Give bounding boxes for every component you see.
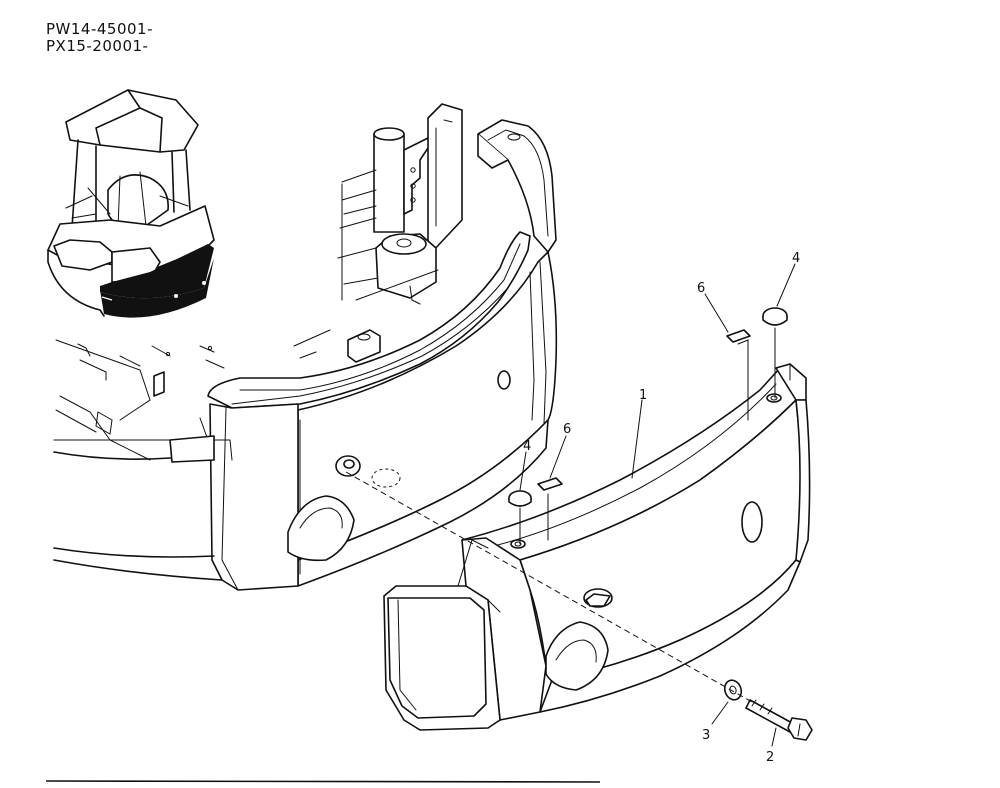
washer-3 <box>723 679 743 701</box>
callout-2: 2 <box>766 750 774 765</box>
callout-6-left: 6 <box>563 422 571 437</box>
callout-3: 3 <box>702 728 710 743</box>
machine-frame <box>55 103 463 461</box>
callout-4-right: 4 <box>792 251 800 266</box>
installed-counterweight <box>53 119 558 591</box>
plug-4-right <box>762 307 788 399</box>
callout-4-left: 4 <box>523 439 531 454</box>
leader-lines <box>519 263 796 747</box>
callout-1: 1 <box>639 388 647 403</box>
bottom-rule <box>45 780 601 783</box>
serial-range-2: PX15-20001- <box>46 37 149 55</box>
callout-6-right: 6 <box>697 281 705 296</box>
bolt-axis-dashed-line <box>345 471 753 703</box>
machine-overview-inset <box>47 89 215 318</box>
label-6-left <box>537 477 563 541</box>
serial-range-1: PW14-45001- <box>46 20 154 38</box>
plug-4-left <box>508 490 532 545</box>
bolt-2 <box>745 699 813 741</box>
label-6-right <box>726 329 751 421</box>
